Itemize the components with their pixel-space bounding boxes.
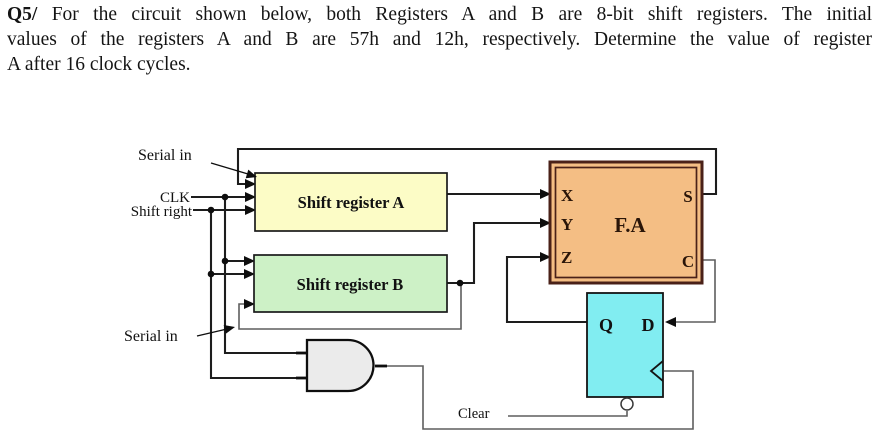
junction-dot — [456, 279, 464, 287]
question-line-1: Q5/ For the circuit shown below, both Re… — [7, 3, 872, 28]
shift-register-a-label: Shift register A — [298, 193, 405, 212]
question-line-2: values of the registers A and B are 57h … — [7, 28, 872, 50]
clock-triangle-icon — [649, 360, 664, 382]
rega-clk-arrowhead — [245, 192, 256, 202]
shift-register-a-box — [254, 172, 448, 232]
full-adder: X Y Z S C F.A — [548, 160, 704, 285]
clear-bubble-icon — [620, 397, 634, 411]
and-gate — [305, 338, 375, 393]
serial-in-top-label: Serial in — [138, 147, 192, 164]
junction-dots — [207, 193, 464, 287]
junction-dot — [221, 257, 229, 265]
fa-port-y: Y — [561, 215, 573, 234]
full-adder-label: F.A — [614, 213, 646, 237]
annotation-arrows — [196, 162, 257, 337]
question-line-1-text: For the circuit shown below, both Regist… — [51, 4, 872, 25]
serial-in-bottom-arrow — [196, 328, 228, 337]
and-gate-body — [305, 338, 375, 393]
full-adder-inner-border — [554, 166, 698, 279]
fa-port-z: Z — [561, 248, 572, 267]
question-text: Q5/ For the circuit shown below, both Re… — [7, 3, 872, 77]
fa-port-x: X — [561, 186, 574, 205]
wires — [191, 147, 718, 430]
q-to-z-wire — [505, 255, 587, 324]
carry-to-d-wire — [668, 259, 716, 323]
rega-shift-arrowhead — [245, 205, 256, 215]
regb-feedback-wire — [238, 283, 462, 330]
fa-port-s: S — [683, 187, 692, 206]
junction-dot — [221, 193, 229, 201]
rega-serial-arrowhead — [245, 179, 256, 189]
serial-in-top-arrowhead — [245, 169, 257, 179]
fa-z-arrowhead — [540, 252, 551, 262]
full-adder-box — [548, 160, 704, 285]
d-flipflop-box — [586, 292, 664, 398]
regb-serial-arrowhead — [244, 299, 255, 309]
ff-port-q: Q — [599, 315, 613, 335]
shift-register-b-label: Shift register B — [297, 275, 404, 294]
clk-label: CLK — [160, 190, 190, 206]
shift-register-b-box — [253, 254, 448, 313]
ff-port-d: D — [642, 315, 655, 335]
regb-to-y-wire — [446, 221, 543, 285]
fa-port-c: C — [682, 252, 694, 271]
regb-shift-arrowhead — [244, 269, 255, 279]
fa-y-arrowhead — [540, 218, 551, 228]
ff-d-arrowhead — [665, 317, 676, 327]
question-line-3: A after 16 clock cycles. — [7, 53, 191, 75]
shift-right-vertical-wire — [209, 210, 297, 380]
shift-right-label: Shift right — [131, 204, 193, 220]
d-flipflop: Q D — [586, 292, 664, 411]
shift-register-b: Shift register B — [253, 254, 448, 313]
junction-dot — [207, 206, 215, 214]
fa-x-arrowhead — [540, 189, 551, 199]
junction-dot — [207, 270, 215, 278]
question-number: Q5/ — [7, 4, 38, 25]
clear-label: Clear — [458, 406, 490, 422]
shift-register-a: Shift register A — [254, 172, 448, 232]
arrowheads — [244, 179, 676, 327]
sum-feedback-wire — [236, 147, 718, 196]
serial-in-bottom-arrowhead — [223, 325, 235, 334]
clock-loop-wire — [386, 365, 694, 430]
serial-in-top-arrow — [210, 162, 249, 175]
clear-wire — [508, 411, 628, 417]
clk-vertical-wire — [223, 197, 297, 355]
side-labels: Serial in CLK Shift right Serial in Clea… — [124, 147, 490, 422]
regb-clk-arrowhead — [244, 256, 255, 266]
serial-in-bottom-label: Serial in — [124, 328, 178, 345]
